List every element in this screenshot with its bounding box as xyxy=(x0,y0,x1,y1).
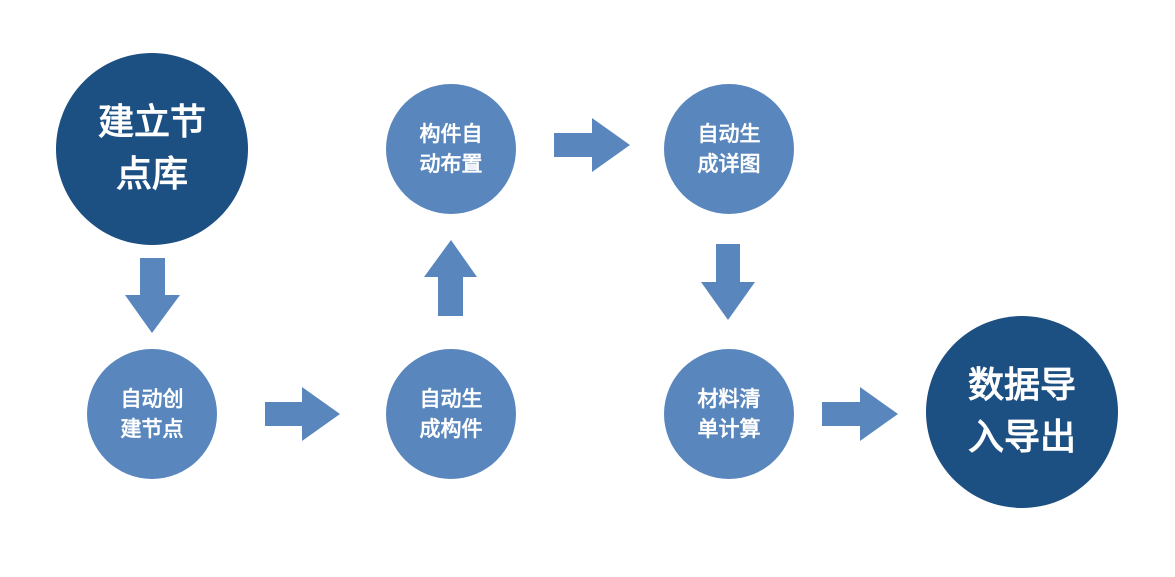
arrow-down-1 xyxy=(125,258,180,333)
node-data-import-export: 数据导 入导出 xyxy=(926,316,1118,508)
node-label-line1: 数据导 xyxy=(967,365,1076,406)
node-label-line2: 入导出 xyxy=(967,417,1076,458)
node-auto-generate-details: 自动生 成详图 xyxy=(664,84,794,214)
node-label-line2: 成详图 xyxy=(697,152,761,176)
node-label-line2: 点库 xyxy=(115,154,188,195)
node-label-line2: 单计算 xyxy=(697,417,761,441)
node-label-line2: 动布置 xyxy=(419,152,483,176)
node-label-line1: 自动创 xyxy=(120,387,184,411)
node-auto-generate-components: 自动生 成构件 xyxy=(386,349,516,479)
node-label-line2: 成构件 xyxy=(419,417,483,441)
arrow-up-1 xyxy=(424,240,477,316)
node-label-line2: 建节点 xyxy=(120,417,184,441)
node-label-line1: 自动生 xyxy=(697,122,761,146)
node-auto-create-nodes: 自动创 建节点 xyxy=(87,349,217,479)
node-label-line1: 材料清 xyxy=(697,387,761,411)
node-material-list-calc: 材料清 单计算 xyxy=(664,349,794,479)
node-label-line1: 自动生 xyxy=(419,387,483,411)
node-auto-arrange-components: 构件自 动布置 xyxy=(386,84,516,214)
arrow-right-1 xyxy=(265,387,340,441)
node-label-line1: 建立节 xyxy=(97,102,206,143)
node-build-node-library: 建立节 点库 xyxy=(56,53,248,245)
arrow-right-3 xyxy=(822,387,898,441)
arrow-down-2 xyxy=(701,244,755,320)
node-label-line1: 构件自 xyxy=(419,122,483,146)
arrow-right-2 xyxy=(554,118,630,172)
